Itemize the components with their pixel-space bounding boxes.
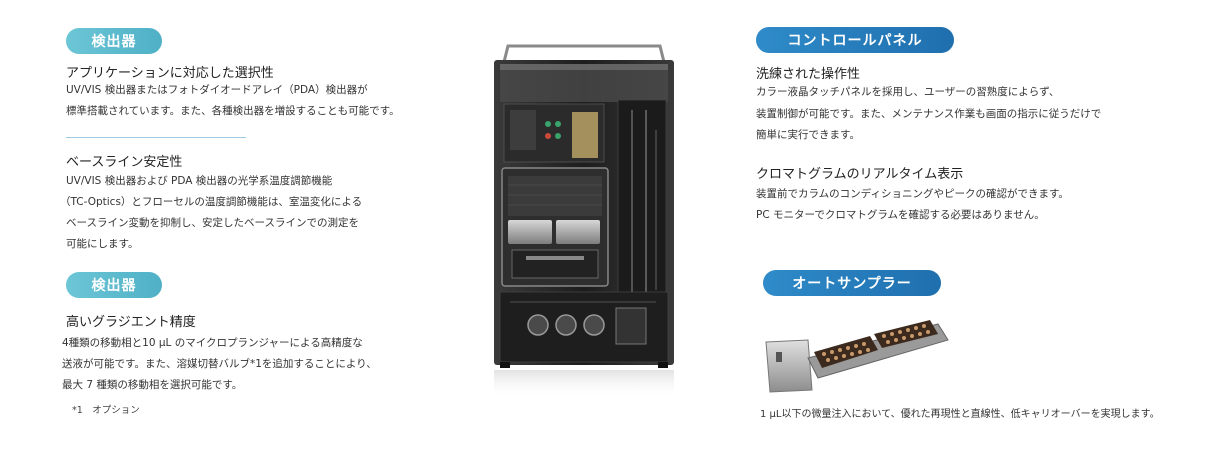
- realtime-line-1: 装置前でカラムのコンディショニングやピークの確認ができます。: [756, 188, 1069, 200]
- detector-badge-2: 検出器: [66, 272, 162, 298]
- autosampler-tray-image: [765, 320, 949, 393]
- operability-line-2: 装置制御が可能です。また、メンテナンス作業も画面の指示に従うだけで: [756, 108, 1102, 120]
- operability-heading: 洗練された操作性: [756, 67, 861, 82]
- hplc-instrument-image: [494, 44, 674, 398]
- operability-line-1: カラー液晶タッチパネルを採用し、ユーザーの習熟度によらず、: [756, 86, 1060, 98]
- autosampler-badge: オートサンプラー: [763, 270, 941, 296]
- selectivity-line-1: UV/VIS 検出器またはフォトダイオードアレイ（PDA）検出器が: [66, 84, 368, 96]
- selectivity-heading: アプリケーションに対応した選択性: [66, 66, 274, 81]
- option-footnote: *1 オプション: [72, 405, 140, 416]
- section-divider: [66, 137, 246, 138]
- autosampler-caption: 1 µL以下の微量注入において、優れた再現性と直線性、低キャリオーバーを実現しま…: [760, 409, 1160, 420]
- gradient-line-1: 4種類の移動相と10 µL のマイクロプランジャーによる高精度な: [62, 337, 363, 349]
- baseline-line-1: UV/VIS 検出器および PDA 検出器の光学系温度調節機能: [66, 175, 333, 187]
- baseline-line-2: （TC-Optics）とフローセルの温度調節機能は、室温変化による: [60, 196, 363, 208]
- realtime-heading: クロマトグラムのリアルタイム表示: [756, 167, 964, 182]
- baseline-line-4: 可能にします。: [66, 238, 139, 250]
- selectivity-line-2: 標準搭載されています。また、各種検出器を増設することも可能です。: [66, 105, 400, 117]
- gradient-line-2: 送液が可能です。また、溶媒切替バルブ*1を追加することにより、: [62, 358, 377, 370]
- baseline-heading: ベースライン安定性: [66, 155, 183, 170]
- detector-badge-1: 検出器: [66, 28, 162, 54]
- operability-line-3: 簡単に実行できます。: [756, 129, 860, 141]
- baseline-line-3: ベースライン変動を抑制し、安定したベースラインでの測定を: [66, 217, 359, 229]
- realtime-line-2: PC モニターでクロマトグラムを確認する必要はありません。: [756, 209, 1045, 221]
- gradient-line-3: 最大 7 種類の移動相を選択可能です。: [62, 379, 243, 391]
- control-panel-badge: コントロールパネル: [756, 27, 954, 53]
- gradient-heading: 高いグラジエント精度: [66, 315, 196, 330]
